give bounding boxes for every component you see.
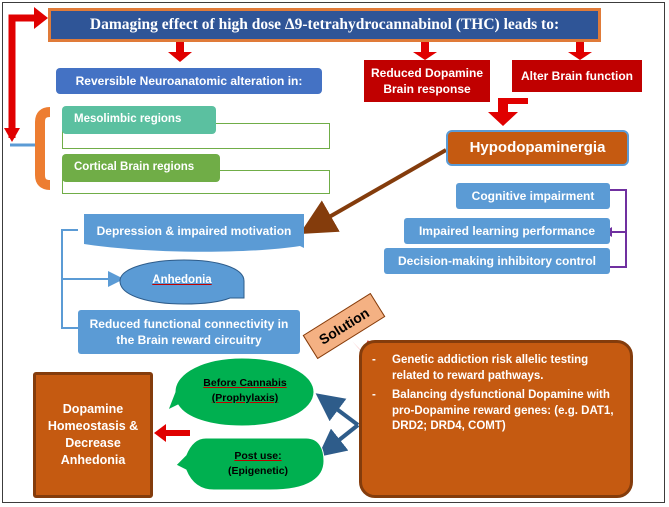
to-hypo-arrow bbox=[488, 98, 528, 126]
anhedonia-text: Anhedonia bbox=[152, 274, 212, 287]
prophylaxis-label: (Prophylaxis) bbox=[211, 392, 279, 404]
before-ellipse-shape bbox=[167, 357, 315, 427]
to-outcome-arrow bbox=[154, 424, 190, 442]
connectivity-box: Reduced functional connectivity in the B… bbox=[78, 310, 300, 354]
cognitive-bracket bbox=[610, 189, 627, 268]
cortical-region: Cortical Brain regions bbox=[62, 154, 220, 182]
reduced-dopamine-box: Reduced Dopamine Brain response bbox=[364, 60, 490, 102]
depression-box: Depression & impaired motivation bbox=[96, 223, 292, 238]
post-ellipse-shape bbox=[175, 437, 325, 491]
epigenetic-label: (Epigenetic) bbox=[227, 465, 289, 477]
to-before-arrow bbox=[315, 393, 360, 427]
regions-brace bbox=[35, 107, 51, 190]
impaired-learning-box: Impaired learning performance bbox=[404, 218, 610, 244]
hypodopaminergia-box: Hypodopaminergia bbox=[446, 130, 629, 166]
anhedonia-shape bbox=[119, 259, 245, 305]
diagram-frame bbox=[2, 2, 665, 503]
before-cannabis-label: Before Cannabis bbox=[203, 377, 287, 390]
solution-list: Genetic addiction risk allelic testing r… bbox=[372, 353, 622, 435]
page-title: Damaging effect of high dose Δ9-tetrahyd… bbox=[48, 8, 601, 42]
title-arrow-mid bbox=[413, 42, 437, 60]
anhedonia-label: Anhedonia bbox=[120, 262, 244, 300]
outcome-text: Dopamine Homeostasis & Decrease Anhedoni… bbox=[47, 402, 139, 467]
title-arrow-left bbox=[168, 42, 192, 62]
post-use-label: Post use: bbox=[234, 450, 282, 463]
hypo-to-depression-arrow bbox=[299, 148, 447, 234]
to-post-arrow bbox=[317, 423, 360, 457]
solution-item: Genetic addiction risk allelic testing r… bbox=[372, 353, 622, 384]
left-loop-arrow bbox=[8, 14, 34, 138]
depression-shape bbox=[84, 214, 304, 252]
decision-making-box: Decision-making inhibitory control bbox=[384, 248, 610, 274]
before-cannabis-ellipse: Before Cannabis (Prophylaxis) bbox=[190, 364, 300, 418]
title-arrow-right bbox=[568, 42, 592, 60]
left-loop-arrowhead-bottom bbox=[4, 128, 20, 142]
solution-box: Genetic addiction risk allelic testing r… bbox=[359, 340, 633, 498]
reversible-header: Reversible Neuroanatomic alteration in: bbox=[56, 68, 322, 94]
cognitive-impairment-box: Cognitive impairment bbox=[456, 183, 610, 209]
dopamine-homeostasis-box: Dopamine Homeostasis & Decrease Anhedoni… bbox=[33, 372, 153, 498]
mesolimbic-region: Mesolimbic regions bbox=[62, 106, 216, 134]
alter-brain-box: Alter Brain function bbox=[512, 60, 642, 92]
left-loop-arrowhead bbox=[34, 7, 48, 29]
post-use-ellipse: Post use: (Epigenetic) bbox=[200, 442, 316, 486]
solution-item: Balancing dysfunctional Dopamine with pr… bbox=[372, 388, 622, 435]
